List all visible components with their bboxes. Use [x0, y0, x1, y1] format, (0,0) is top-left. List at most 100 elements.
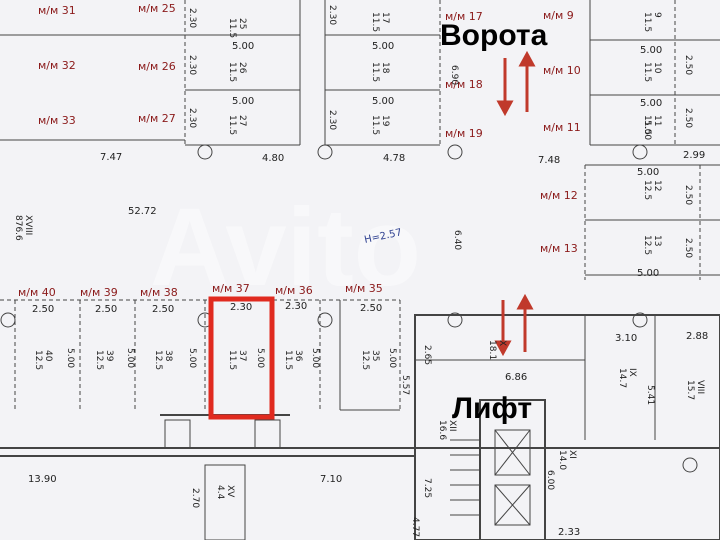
dim-500: 5.00 [310, 348, 320, 368]
dim-500: 5.00 [125, 348, 135, 368]
dim-250: 2.50 [360, 303, 382, 314]
space-label-37: м/м 37 [212, 282, 250, 295]
cell-26-area: 11.5 [227, 62, 237, 82]
cell-19-num: 19 [380, 115, 390, 127]
dim-500: 5.00 [640, 98, 662, 109]
cell-26-num: 26 [237, 62, 247, 74]
dim-480: 4.80 [262, 153, 284, 164]
dim-230: 2.30 [327, 5, 337, 25]
space-label-26: м/м 26 [138, 60, 176, 73]
dim-500: 5.00 [372, 96, 394, 107]
cell-25-num: 25 [237, 18, 247, 29]
cell-40-num: 40 [43, 350, 53, 362]
dim-230: 2.30 [230, 302, 252, 313]
dim-500: 5.00 [642, 120, 652, 140]
dim-500: 5.00 [387, 348, 397, 368]
space-label-19: м/м 19 [445, 127, 483, 140]
room-xv-area: 4.4 [215, 485, 225, 500]
dim-600: 6.00 [545, 470, 555, 490]
dim-640: 6.40 [452, 230, 462, 250]
room-xv-num: XV [225, 485, 235, 498]
elevator-label: Лифт [452, 392, 532, 425]
room-x-area: 18.1 [487, 340, 497, 360]
dim-748: 7.48 [538, 155, 560, 166]
space-label-13: м/м 13 [540, 242, 578, 255]
cell-37-area: 11.5 [227, 350, 237, 370]
gate-arrows [494, 50, 536, 357]
dim-747: 7.47 [100, 152, 122, 163]
space-label-31: м/м 31 [38, 4, 76, 17]
space-label-27: м/м 27 [138, 112, 176, 125]
space-label-32: м/м 32 [38, 59, 76, 72]
space-label-39: м/м 39 [80, 286, 118, 299]
cell-13-num: 13 [652, 235, 662, 246]
cell-9-num: 9 [652, 12, 662, 18]
dim-230: 2.30 [187, 55, 197, 75]
dim-557: 5.57 [400, 375, 410, 395]
cell-9-area: 11.5 [642, 12, 652, 32]
room-xii-area: 16.6 [437, 420, 447, 440]
dim-500: 5.00 [187, 348, 197, 368]
dim-5272: 52.72 [128, 206, 157, 217]
cell-10-area: 11.5 [642, 62, 652, 82]
room-x-num: X [497, 340, 507, 346]
cell-11-num: 11 [652, 115, 662, 126]
space-label-38: м/м 38 [140, 286, 178, 299]
cell-27-num: 27 [237, 115, 247, 126]
dim-710: 7.10 [320, 474, 342, 485]
cell-18-num: 18 [380, 62, 390, 74]
dim-477: 4.77 [410, 517, 420, 537]
cell-13-area: 12.5 [642, 235, 652, 255]
dim-250: 2.50 [683, 108, 693, 128]
dim-230: 2.30 [285, 301, 307, 312]
space-label-11: м/м 11 [543, 121, 581, 134]
room-xi-area: 14.0 [557, 450, 567, 470]
space-label-35: м/м 35 [345, 282, 383, 295]
dim-265: 2.65 [422, 345, 432, 365]
space-label-36: м/м 36 [275, 284, 313, 297]
cell-35-num: 35 [370, 350, 380, 361]
cell-19-area: 11.5 [370, 115, 380, 135]
dim-500: 5.00 [232, 41, 254, 52]
dimension-labels: 2.30 5.00 5.00 2.30 2.30 5.00 5.00 2.30 … [28, 5, 708, 538]
cell-12-area: 12.5 [642, 180, 652, 200]
dim-500: 5.00 [637, 268, 659, 279]
dim-230: 2.30 [187, 8, 197, 28]
room-xii-num: XII [447, 420, 457, 431]
cell-38-num: 38 [163, 350, 173, 362]
space-label-17: м/м 17 [445, 10, 483, 23]
dim-500: 5.00 [65, 348, 75, 368]
dim-250: 2.50 [683, 238, 693, 258]
cell-17-area: 11.5 [370, 12, 380, 32]
dim-250: 2.50 [683, 185, 693, 205]
dim-230: 2.30 [327, 110, 337, 130]
space-label-40: м/м 40 [18, 286, 56, 299]
dim-1390: 13.90 [28, 474, 57, 485]
cell-12-num: 12 [652, 180, 662, 191]
dim-690: 6.90 [449, 65, 459, 85]
cell-37-num: 37 [237, 350, 247, 361]
dim-250: 2.50 [152, 304, 174, 315]
cell-39-num: 39 [104, 350, 114, 362]
cell-numbers: 25 11.5 26 11.5 27 11.5 17 11.5 18 11.5 … [33, 12, 662, 370]
room-ix-area: 14.7 [617, 368, 627, 388]
cell-18-area: 11.5 [370, 62, 380, 82]
room-xviii-area: 876.6 [13, 215, 23, 241]
cell-36-num: 36 [293, 350, 303, 362]
cell-25-area: 11.5 [227, 18, 237, 38]
dim-288: 2.88 [686, 331, 708, 342]
dim-270: 2.70 [190, 488, 200, 508]
cell-40-area: 12.5 [33, 350, 43, 370]
cell-11-area: 11.5 [642, 115, 652, 135]
space-label-25: м/м 25 [138, 2, 176, 15]
dim-500: 5.00 [255, 348, 265, 368]
space-label-10: м/м 10 [543, 64, 581, 77]
dim-500: 5.00 [637, 167, 659, 178]
dim-541: 5.41 [645, 385, 655, 405]
cell-39-area: 12.5 [94, 350, 104, 370]
dim-230: 2.30 [187, 108, 197, 128]
avito-watermark: Avito [150, 186, 421, 309]
dim-299: 2.99 [683, 150, 705, 161]
